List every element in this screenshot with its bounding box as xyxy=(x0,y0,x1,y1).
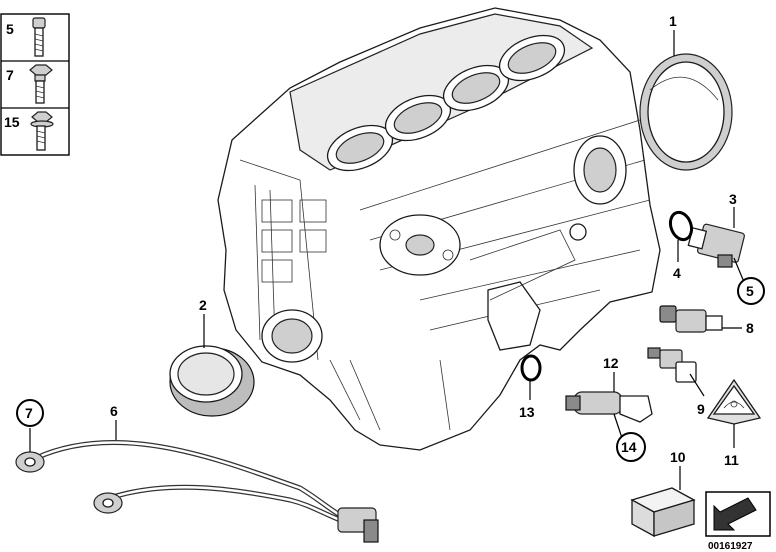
arrow-icon xyxy=(713,497,757,531)
seal-ring-part-13 xyxy=(520,354,542,382)
catalog-arrow-box xyxy=(705,491,771,537)
callout-6: 6 xyxy=(110,403,118,419)
hex-bolt-icon xyxy=(29,64,53,104)
callout-12: 12 xyxy=(603,355,619,371)
callout-5-ring xyxy=(737,277,765,305)
callout-13: 13 xyxy=(519,404,535,420)
callout-8: 8 xyxy=(746,320,754,336)
fastener-legend: 5 7 15 xyxy=(0,13,70,156)
flange-bolt-icon xyxy=(30,111,54,151)
leader-lines xyxy=(29,30,745,490)
solenoid-valve-part-12 xyxy=(565,391,653,423)
front-shaft-seal-part-1 xyxy=(639,53,733,171)
callout-14-ring xyxy=(616,432,646,462)
o-ring-part-4 xyxy=(668,210,694,242)
callout-3: 3 xyxy=(729,191,737,207)
legend-row-15-number: 15 xyxy=(4,114,20,130)
callout-1: 1 xyxy=(669,13,677,29)
callout-7-ring xyxy=(16,399,44,427)
socket-cap-screw-icon xyxy=(32,17,46,57)
package-part-10 xyxy=(630,487,696,538)
engine-block xyxy=(217,7,661,451)
legend-row-7-number: 7 xyxy=(6,67,14,83)
callout-14: 14 xyxy=(621,439,637,455)
callout-4: 4 xyxy=(673,265,681,281)
sensor-part-8 xyxy=(659,305,723,333)
callout-9: 9 xyxy=(697,401,705,417)
catalog-number: 00161927 xyxy=(708,541,753,552)
callout-7: 7 xyxy=(25,405,33,421)
warning-label-part-11 xyxy=(706,378,762,425)
knock-sensor-harness-part-6 xyxy=(15,439,379,543)
callout-11: 11 xyxy=(724,452,739,468)
rear-shaft-seal-part-2 xyxy=(169,345,255,417)
legend-row-5-number: 5 xyxy=(6,21,14,37)
sensor-part-9 xyxy=(647,347,697,383)
callout-5: 5 xyxy=(746,283,754,299)
sensor-part-3 xyxy=(687,223,745,268)
callout-2: 2 xyxy=(199,297,207,313)
cylinder-bores xyxy=(326,34,566,172)
callout-10: 10 xyxy=(670,449,686,465)
